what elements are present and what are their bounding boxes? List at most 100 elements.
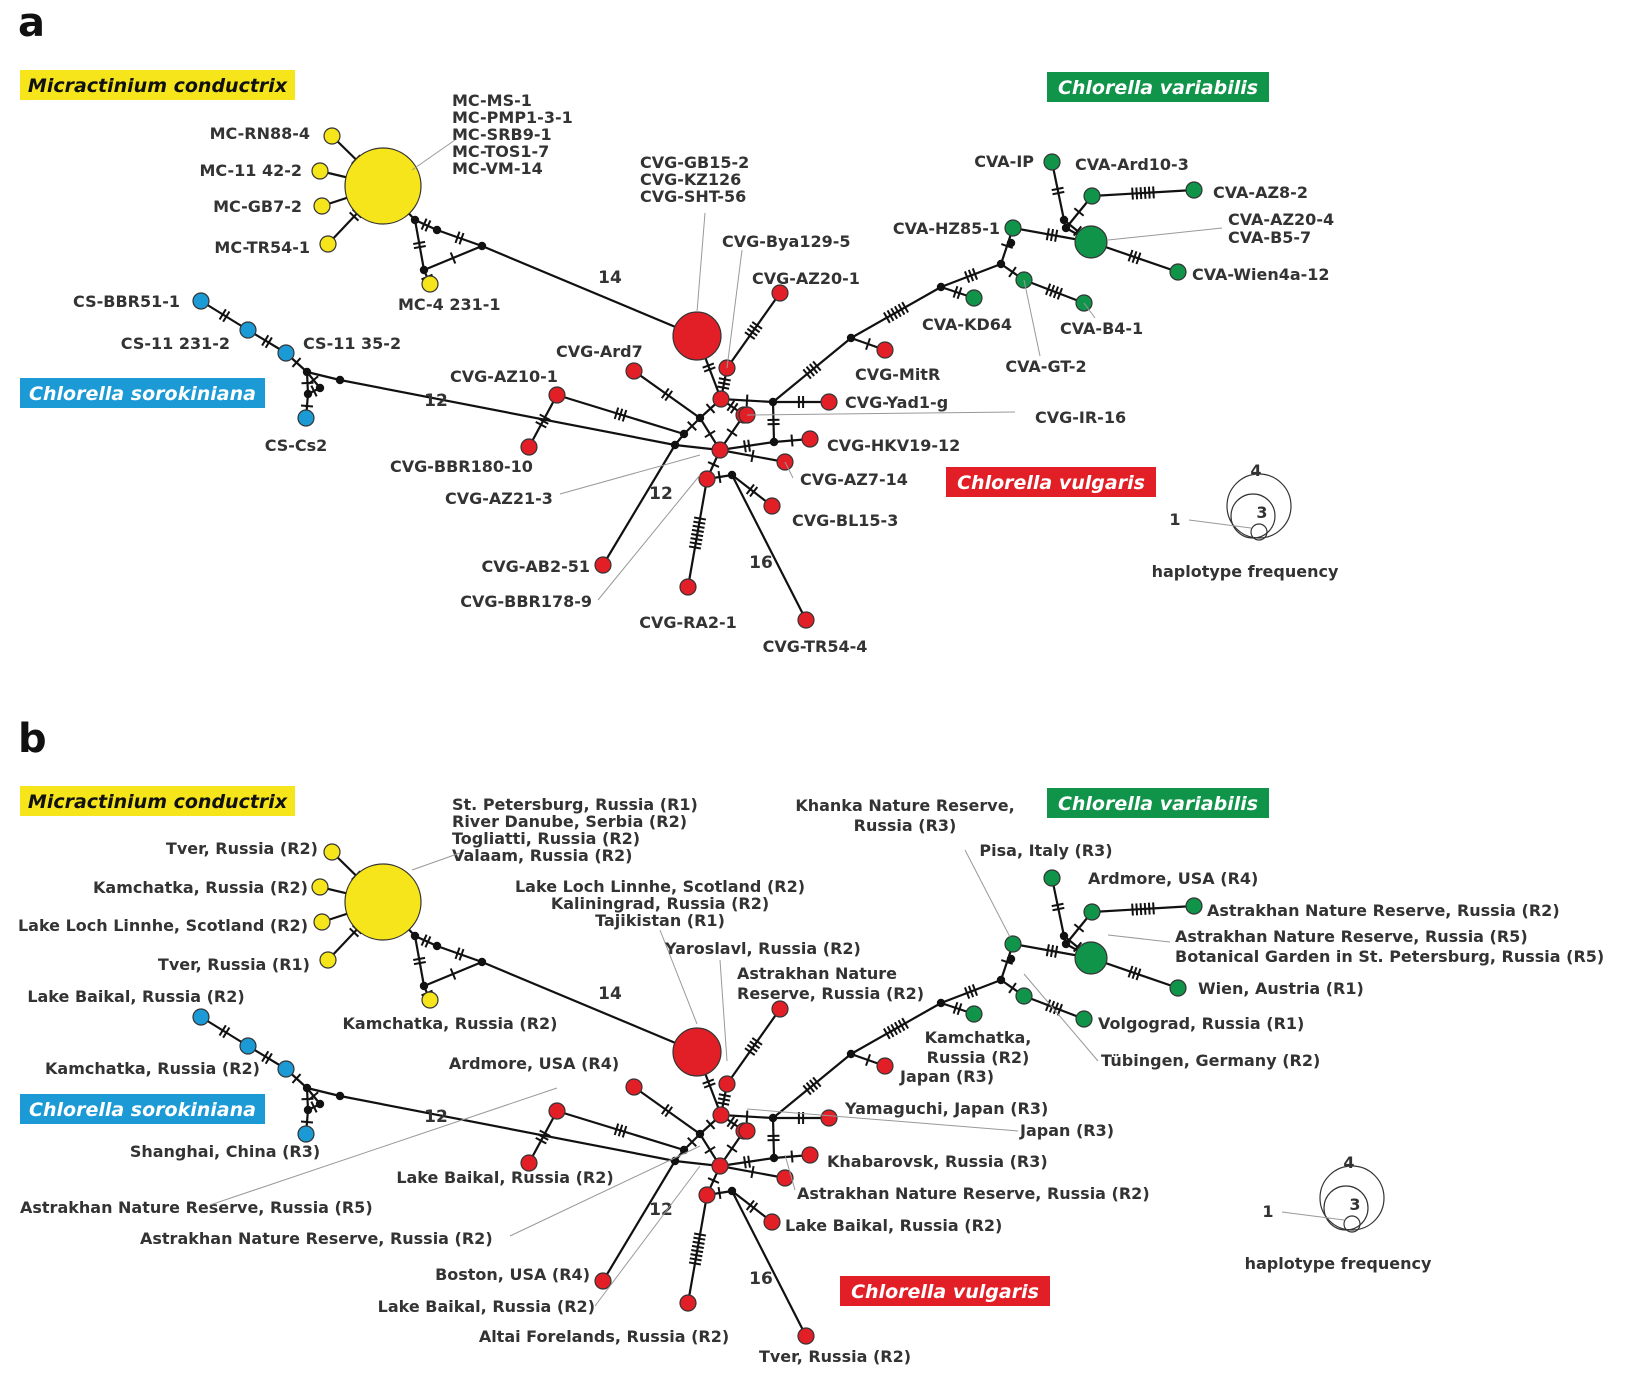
- haplotype-node-bl15: [763, 1213, 781, 1231]
- mutation-tick: [458, 948, 465, 961]
- mutation-tick: [690, 1253, 703, 1258]
- median-vector: [410, 931, 420, 941]
- mutation-tick: [1135, 903, 1139, 916]
- mutation-tick: [1131, 187, 1134, 200]
- mutation-tick: [707, 1177, 720, 1184]
- mutation-tick: [897, 303, 906, 316]
- node-label-cvg-bbr180: Lake Baikal, Russia (R2): [396, 1168, 613, 1187]
- mutation-tick: [703, 1082, 716, 1089]
- node-label-cva-hz85: CVA-HZ85-1: [893, 219, 1000, 238]
- legend-leader: [1281, 1211, 1345, 1221]
- haplotype-node-az10: [548, 1102, 566, 1120]
- node-label-cva-wien: Wien, Austria (R1): [1198, 979, 1364, 998]
- mutation-tick: [1051, 902, 1064, 908]
- mutation-tick: [745, 1199, 755, 1211]
- mutation-tick: [1049, 944, 1055, 958]
- leader-line: [746, 1108, 1019, 1132]
- node-label-mc-hub: MC-TOS1-7: [452, 142, 549, 161]
- mutation-tick: [413, 961, 426, 966]
- mutation-tick: [687, 421, 697, 431]
- node-label-cvg-az7: CVG-AZ7-14: [800, 470, 908, 489]
- node-label-cvg-az10: Astrakhan Nature Reserve, Russia (R5): [20, 1198, 373, 1217]
- leader-line: [597, 474, 701, 601]
- mutation-tick: [717, 1186, 722, 1200]
- mutation-tick: [745, 483, 755, 495]
- median-vector: [1061, 939, 1071, 949]
- mutation-tick: [691, 533, 704, 538]
- mutation-tick: [967, 985, 975, 998]
- median-vector: [936, 998, 946, 1008]
- mutation-tick: [729, 1118, 739, 1130]
- median-vector: [302, 1083, 312, 1093]
- median-vector: [302, 367, 312, 377]
- haplotype-node-bya: [718, 1075, 736, 1093]
- median-vector: [1061, 223, 1071, 233]
- leader-line: [594, 1165, 701, 1307]
- node-label-cvg-bbr180: CVG-BBR180-10: [390, 457, 533, 476]
- network-edge: [436, 228, 483, 248]
- node-label-cva-ip: CVA-IP: [974, 152, 1034, 171]
- haplotype-node-cva: [1074, 225, 1108, 259]
- network-edge: [686, 1194, 709, 1304]
- leader-line: [726, 249, 743, 369]
- mutation-tick: [886, 309, 895, 322]
- mutation-tick: [1045, 999, 1052, 1012]
- mutation-tick: [805, 366, 815, 377]
- node-label-mc-hub: River Danube, Serbia (R2): [452, 812, 687, 831]
- network-edge: [200, 1016, 249, 1047]
- panel-letter: b: [18, 716, 47, 762]
- haplotype-node-v: [672, 1027, 722, 1077]
- node-label-cva-ip: Pisa, Italy (R3): [979, 841, 1112, 860]
- leader-line: [696, 212, 706, 313]
- network-edge: [200, 300, 249, 331]
- median-vector: [996, 975, 1006, 985]
- species-sorokiniana-box: [20, 1094, 265, 1124]
- legend-circle-3: [1323, 1185, 1369, 1231]
- node-label-mc-hub: Togliatti, Russia (R2): [452, 829, 640, 848]
- median-vector: [727, 470, 737, 480]
- median-vector: [419, 981, 429, 991]
- node-label-cvg-az10: CVG-AZ10-1: [450, 367, 558, 386]
- haplotype-node-bbr180: [520, 1154, 538, 1172]
- mutation-tick: [1052, 286, 1060, 299]
- node-label-cva-hub: CVA-AZ20-4: [1228, 210, 1334, 229]
- leader-line: [1023, 973, 1099, 1062]
- median-vector: [769, 437, 779, 447]
- mutation-tick: [617, 1124, 624, 1137]
- median-vector: [769, 1153, 779, 1163]
- haplotype-node-ip: [1043, 153, 1061, 171]
- haplotype-node-ra2: [679, 1294, 697, 1312]
- haplotype-node-ard: [1083, 903, 1101, 921]
- mutation-tick: [218, 308, 227, 321]
- node-label-mc-1: Tver, Russia (R2): [166, 839, 318, 858]
- network-edge: [772, 337, 852, 403]
- mutation-tick: [621, 409, 628, 422]
- node-label-mc-hub: MC-MS-1: [452, 91, 532, 110]
- haplotype-node-az20: [771, 1000, 789, 1018]
- node-label-cvg-hub: Lake Loch Linnhe, Scotland (R2): [515, 877, 805, 896]
- legend-value-3: 3: [1256, 503, 1267, 522]
- mutation-tick: [688, 545, 702, 550]
- mutation-tick: [1073, 923, 1085, 933]
- species-vulgaris-box: [840, 1276, 1050, 1306]
- network-edge: [306, 370, 341, 382]
- node-label-cvg-bya: Yaroslavl, Russia (R2): [664, 939, 861, 958]
- legend-circle-4: [1226, 473, 1292, 539]
- median-vector: [303, 389, 313, 399]
- species-variabilis-box: [1047, 72, 1269, 102]
- mutation-tick: [413, 240, 426, 245]
- mutation-tick: [617, 408, 624, 421]
- mutation-tick: [420, 934, 428, 947]
- network-edge: [772, 1053, 852, 1119]
- edge-count-label: 14: [598, 984, 622, 1004]
- node-label-cva-wien: CVA-Wien4a-12: [1192, 265, 1330, 284]
- mutation-tick: [901, 1017, 909, 1030]
- edge-count-label: 14: [598, 268, 622, 288]
- network-edge: [413, 935, 426, 987]
- mutation-tick: [1052, 906, 1065, 912]
- edge-count-label: 16: [749, 553, 773, 573]
- network-edge: [602, 444, 676, 566]
- haplotype-node-m4: [319, 951, 337, 969]
- node-label-mc-hub: MC-PMP1-3-1: [452, 108, 573, 127]
